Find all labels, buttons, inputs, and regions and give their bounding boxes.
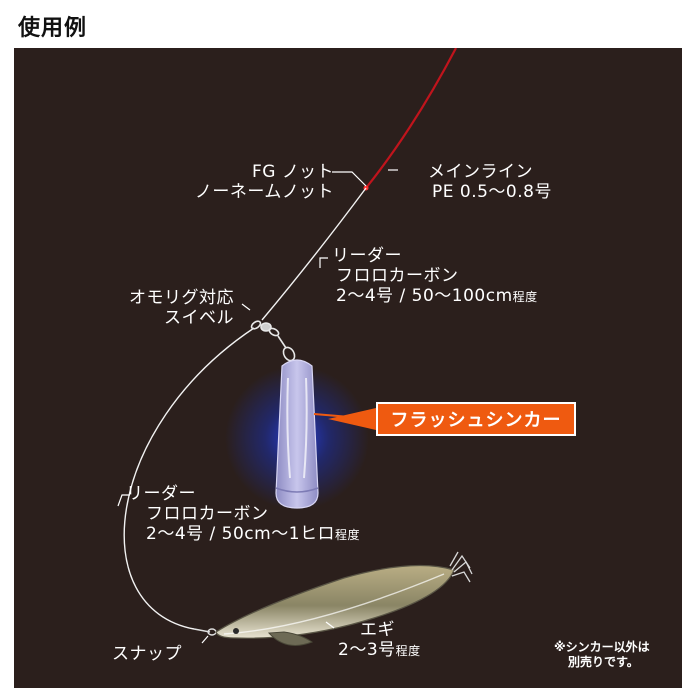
flash-sinker-badge: フラッシュシンカー xyxy=(376,402,576,436)
knot-label: FG ノット ノーネームノット xyxy=(194,162,334,202)
snap-label: スナップ xyxy=(112,644,182,664)
upper-leader-label: リーダー フロロカーボン 2～4号 / 50～100cm程度 xyxy=(332,246,538,306)
leader-line-upper xyxy=(261,187,367,321)
flash-sinker xyxy=(275,359,319,509)
egi-lure xyxy=(193,551,473,646)
rig-illustration xyxy=(117,48,473,646)
rig-diagram: FG ノット ノーネームノット メインライン PE 0.5～0.8号 リーダー … xyxy=(14,48,682,688)
badge-pointer xyxy=(328,408,376,430)
page-title: 使用例 xyxy=(18,16,88,41)
lower-leader-label: リーダー フロロカーボン 2～4号 / 50cm～1ヒロ程度 xyxy=(126,484,361,544)
egi-label: エギ 2～3号程度 xyxy=(338,620,421,660)
main-line xyxy=(365,48,457,189)
swivel-label: オモリグ対応 スイベル xyxy=(129,288,234,328)
swivel xyxy=(250,320,296,362)
leader-line-lower xyxy=(123,327,255,630)
availability-note: ※シンカー以外は 別売りです。 xyxy=(554,640,650,669)
mainline-label: メインライン PE 0.5～0.8号 xyxy=(428,162,552,202)
